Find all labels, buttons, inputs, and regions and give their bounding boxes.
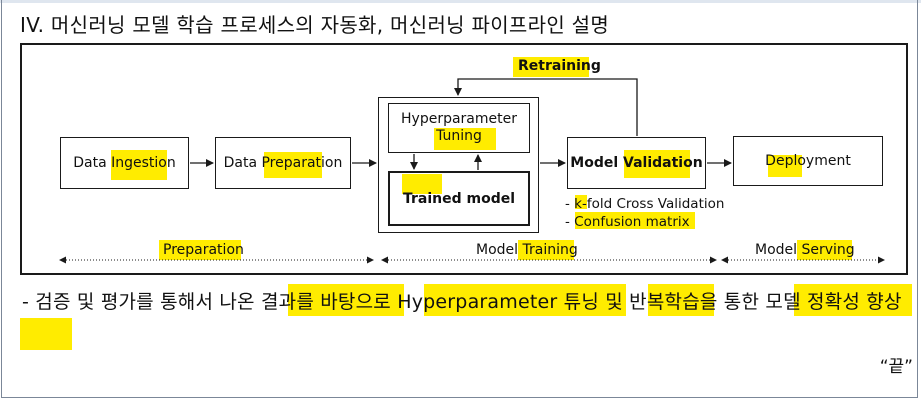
model-validation-box: Model Validation (567, 137, 706, 189)
highlight (575, 212, 695, 229)
highlight (111, 150, 167, 180)
phase-model-training-label: Model Training (476, 242, 578, 258)
highlight (159, 240, 241, 260)
validation-note: - k-fold Cross Validation (565, 196, 725, 212)
highlight (648, 284, 714, 316)
highlight (513, 57, 589, 77)
highlight (20, 318, 72, 350)
tuning-label: Tuning (436, 128, 482, 144)
trained-model-label: Trained model (402, 190, 516, 207)
data-preparation-label: Data Preparation (223, 155, 343, 171)
hyperparameter-label: Hyperparameter (401, 111, 517, 127)
highlight (575, 195, 587, 209)
model-validation-label: Model Validation (570, 155, 703, 171)
data-ingestion-box: Data Ingestion (60, 137, 189, 189)
highlight (264, 152, 322, 178)
validation-note: - Confusion matrix (565, 214, 690, 230)
highlight (424, 284, 626, 316)
trained-model-box: Trained model (388, 171, 530, 226)
highlight (624, 150, 690, 178)
phase-preparation-label: Preparation (163, 242, 244, 258)
highlight (518, 240, 574, 260)
data-ingestion-label: Data Ingestion (73, 155, 176, 171)
description-text: - 검증 및 평가를 통해서 나온 결과를 바탕으로 Hyperparamete… (22, 291, 902, 313)
pipeline-diagram-frame (20, 43, 908, 275)
validation-notes: - k-fold Cross Validation - Confusion ma… (565, 195, 724, 231)
highlight (797, 240, 852, 260)
phase-model-serving-label: Model Serving (755, 242, 855, 258)
deployment-box: Deployment (733, 136, 883, 186)
top-rule (0, 0, 921, 3)
section-heading: IV. 머신러닝 모델 학습 프로세스의 자동화, 머신러닝 파이프라인 설명 (20, 13, 610, 37)
end-mark: “끝” (879, 357, 913, 377)
data-preparation-box: Data Preparation (215, 137, 351, 189)
deployment-label: Deployment (765, 153, 851, 169)
retraining-label: Retraining (518, 58, 601, 74)
highlight (288, 284, 404, 316)
highlight (768, 155, 802, 177)
highlight (402, 174, 442, 194)
highlight (794, 284, 912, 316)
